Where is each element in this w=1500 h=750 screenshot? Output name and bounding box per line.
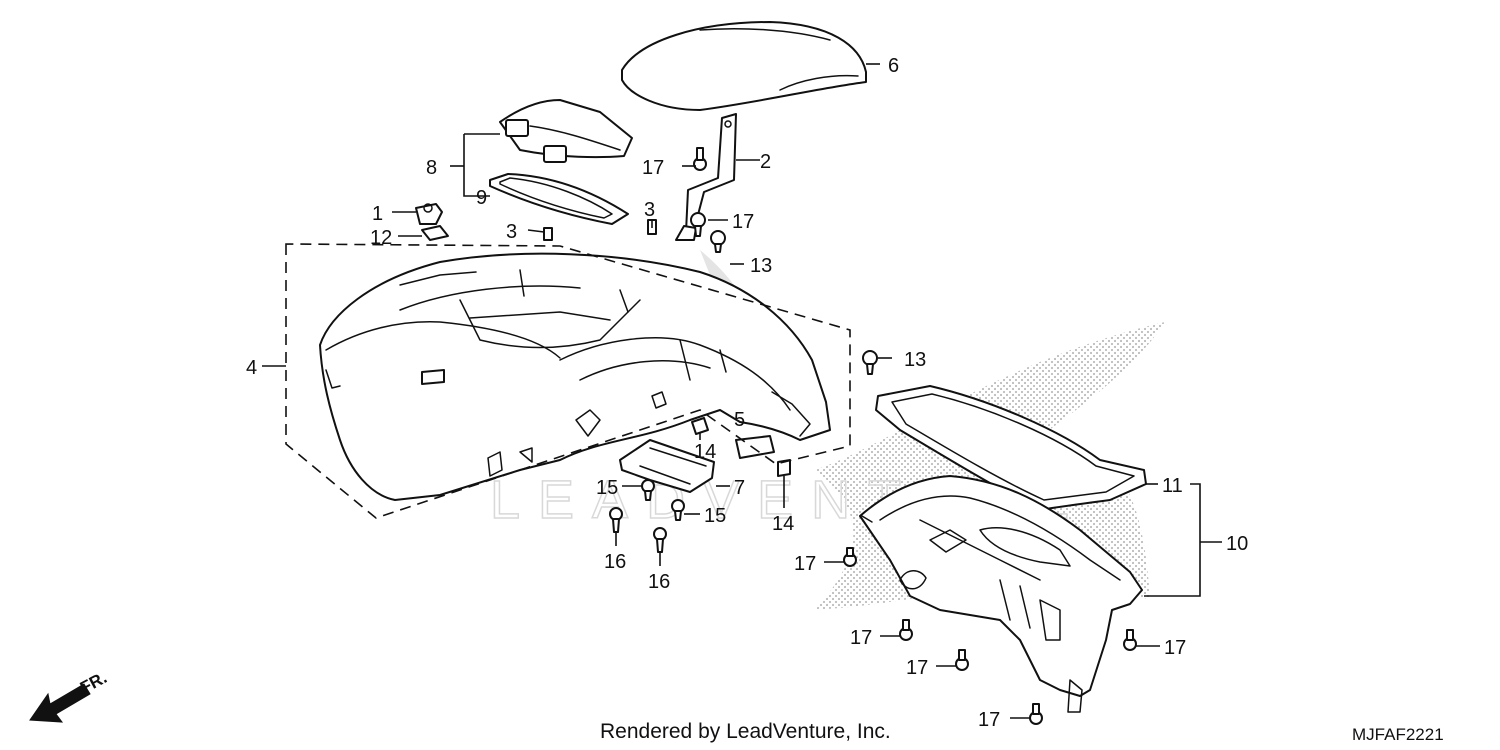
part-2-stay-bracket[interactable] (675, 113, 737, 241)
part-5-pad[interactable] (735, 435, 775, 459)
screw-16a[interactable] (609, 507, 623, 533)
bolt-13a[interactable] (710, 230, 726, 253)
part-7-bracket[interactable] (619, 439, 715, 493)
direction-arrow-icon (29, 683, 91, 723)
callout-8: 8 (426, 157, 437, 179)
clip-14b[interactable] (777, 459, 791, 477)
clip-14a[interactable] (691, 417, 709, 435)
screw-17g[interactable] (1029, 703, 1043, 725)
part-11-box-seal[interactable] (875, 385, 1147, 511)
screw-3a[interactable] (543, 227, 553, 241)
front-direction-indicator: FR. (29, 668, 110, 723)
screw-16b[interactable] (653, 527, 667, 553)
callout-3-right: 3 (644, 199, 655, 221)
screw-17e[interactable] (955, 649, 969, 671)
screw-17c[interactable] (843, 547, 857, 567)
callout-9: 9 (476, 187, 487, 209)
callout-13-top: 13 (750, 255, 772, 277)
part-9-seal[interactable] (489, 173, 629, 225)
callout-4: 4 (246, 357, 257, 379)
callout-17-box-bottom: 17 (978, 709, 1000, 731)
part-8-lid[interactable] (499, 99, 633, 163)
callout-17-box-right: 17 (1164, 637, 1186, 659)
part-1-clip[interactable] (415, 203, 443, 225)
callout-17-box-low: 17 (906, 657, 928, 679)
callout-16-left: 16 (604, 551, 626, 573)
callout-10: 10 (1226, 533, 1248, 555)
callout-6: 6 (888, 55, 899, 77)
callout-15-right: 15 (704, 505, 726, 527)
screw-17f[interactable] (1123, 629, 1137, 651)
assembly-boundary-4 (285, 243, 851, 519)
render-credit: Rendered by LeadVenture, Inc. (600, 720, 891, 743)
part-4-rear-cowl[interactable] (319, 252, 831, 501)
callout-1: 1 (372, 203, 383, 225)
callout-16-right: 16 (648, 571, 670, 593)
part-12-pad[interactable] (421, 225, 449, 241)
callout-3-left: 3 (506, 221, 517, 243)
diagram-code: MJFAF2221 (1352, 725, 1444, 744)
bolt-13b[interactable] (862, 350, 878, 375)
callout-13-side: 13 (904, 349, 926, 371)
callout-7: 7 (734, 477, 745, 499)
callout-17-bracket: 17 (732, 211, 754, 233)
screw-15b[interactable] (671, 499, 685, 521)
callout-2: 2 (760, 151, 771, 173)
callout-15-left: 15 (596, 477, 618, 499)
callout-14-left: 14 (694, 441, 716, 463)
callout-labels: 6 2 17 17 13 13 8 9 1 3 3 12 4 5 14 14 7… (246, 55, 1248, 731)
bolt-17-bracket[interactable] (690, 212, 706, 237)
callout-5: 5 (734, 409, 745, 431)
callout-17-box-mid: 17 (850, 627, 872, 649)
part-10-luggage-box[interactable] (859, 475, 1143, 713)
callout-17-top: 17 (642, 157, 664, 179)
screw-17d[interactable] (899, 619, 913, 641)
leader-lines (262, 63, 1222, 719)
callout-11: 11 (1162, 475, 1183, 497)
callout-17-box-left: 17 (794, 553, 816, 575)
callout-12: 12 (370, 227, 392, 249)
callout-14-right: 14 (772, 513, 794, 535)
part-6-top-cover[interactable] (621, 21, 867, 111)
bolt-17-top[interactable] (693, 147, 707, 171)
